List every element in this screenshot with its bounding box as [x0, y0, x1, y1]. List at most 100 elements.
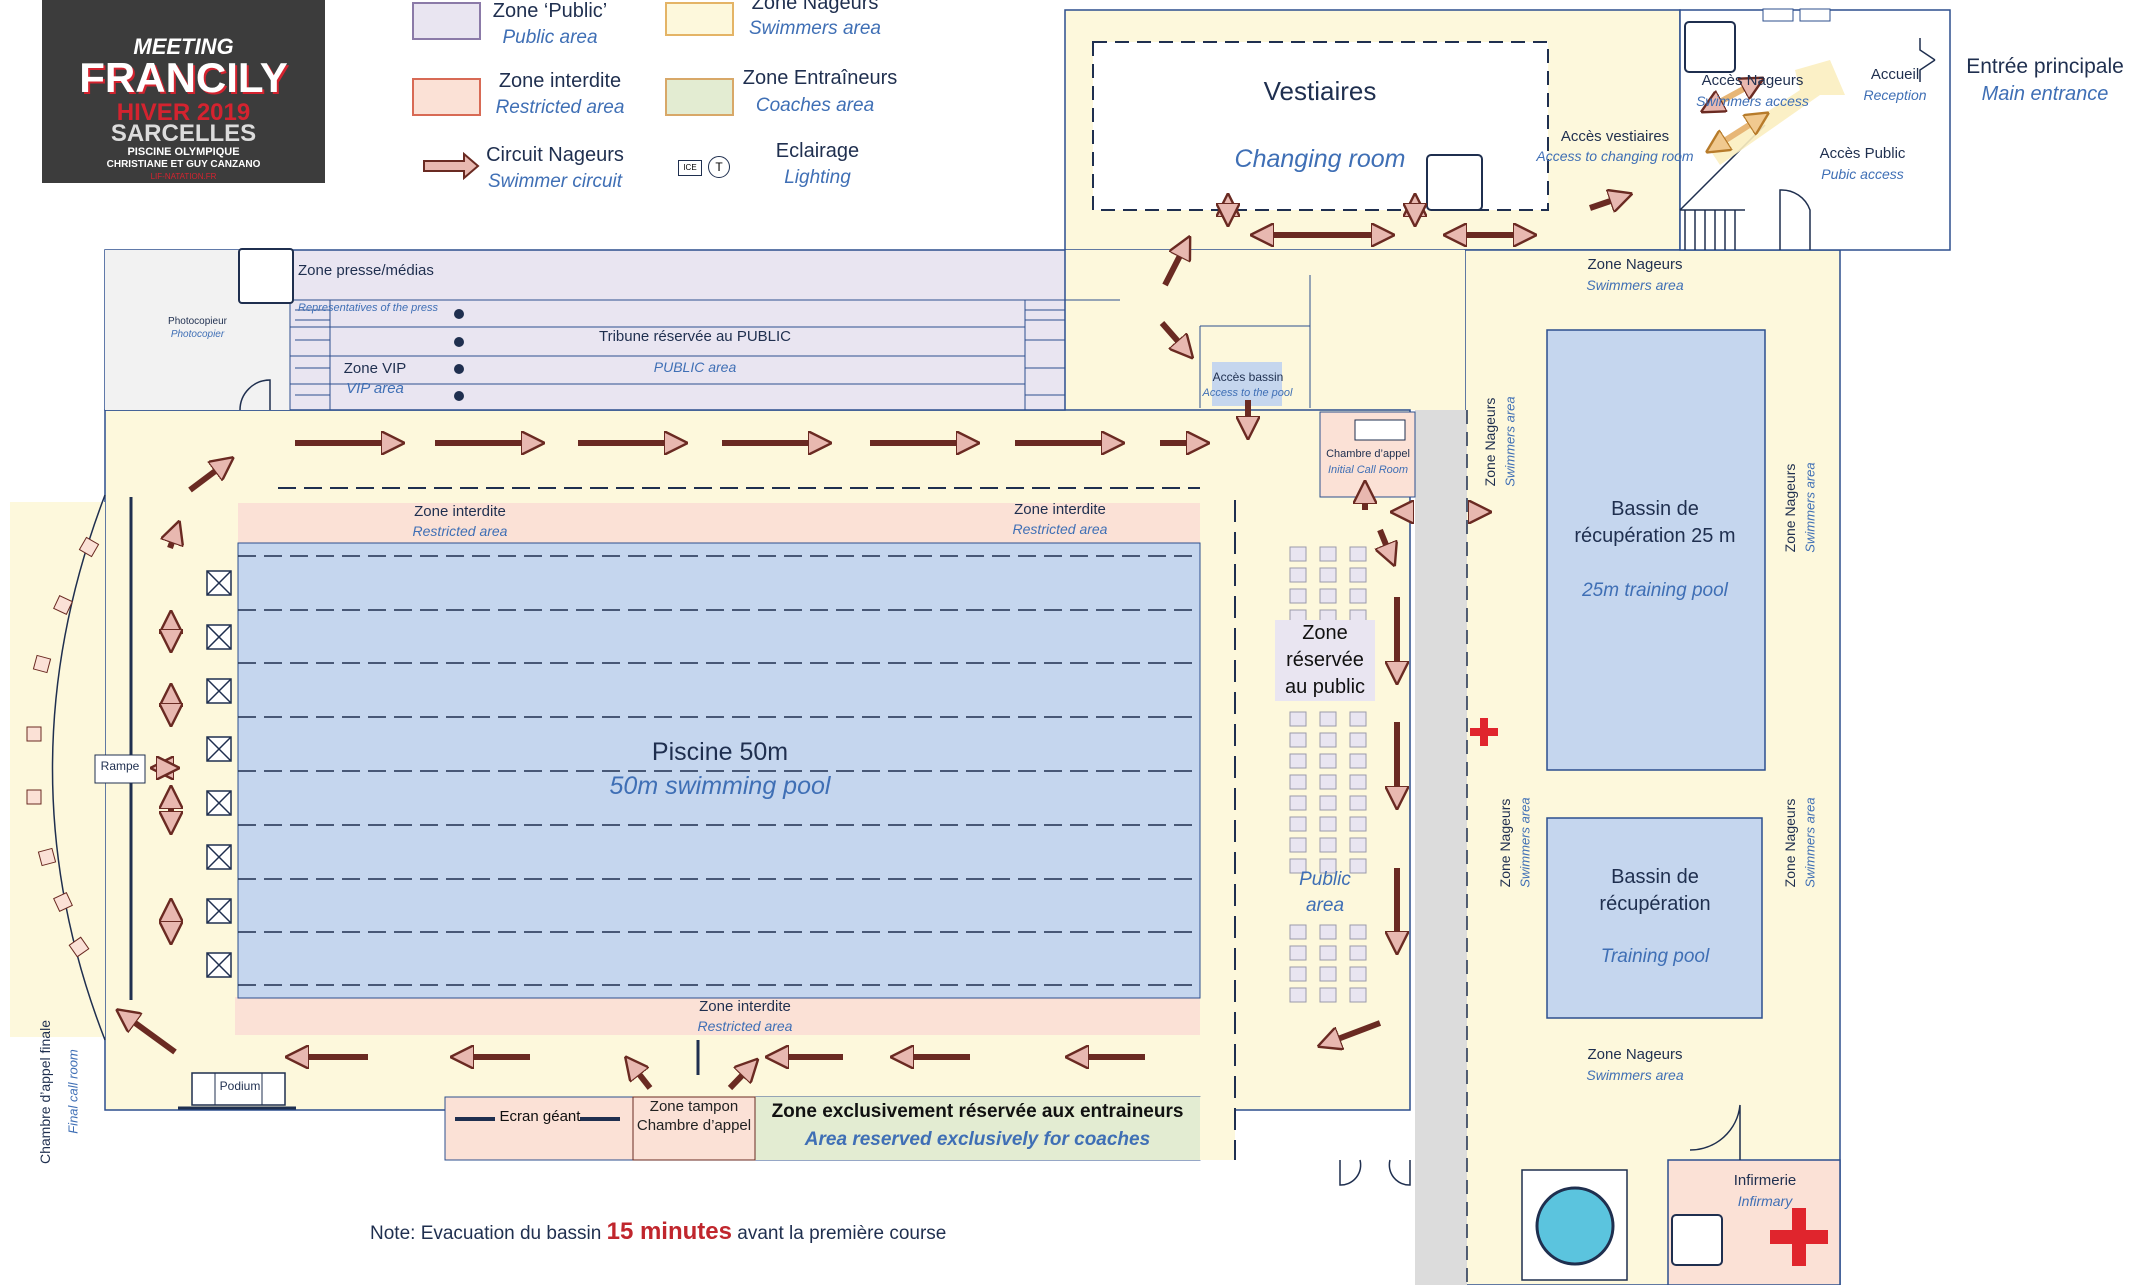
logo-line3: HIVER 2019 — [116, 99, 251, 126]
ecran-label: Ecran géant — [499, 1108, 581, 1125]
tampon-label: Zone tampon Chambre d’appel — [636, 1098, 752, 1134]
zone-nageurs-v4-en: Swimmers area — [1802, 797, 1818, 888]
first-aid-icon — [1770, 1208, 1828, 1266]
acces-vestiaires-fr: Accès vestiaires — [1560, 128, 1670, 145]
swimmer-circuit — [120, 195, 1628, 1091]
zone-public-fr: Zone réservée au public — [1275, 620, 1375, 701]
press-icon — [238, 248, 294, 304]
zone-nageurs-bottom-fr: Zone Nageurs — [1587, 1046, 1683, 1063]
coaches-zone-en: Area reserved exclusively for coaches — [804, 1129, 1151, 1150]
training-pool — [1546, 817, 1763, 1019]
interdite-top-right-en: Restricted area — [1012, 521, 1108, 537]
zone-nageurs-bottom-en: Swimmers area — [1586, 1067, 1684, 1083]
zone-nageurs-v4-fr: Zone Nageurs — [1782, 798, 1798, 888]
starting-blocks — [206, 570, 232, 978]
legend-lighting-en: Lighting — [784, 167, 851, 188]
sponsor-strip — [42, 183, 325, 204]
zone-public-en: Public area — [1299, 869, 1351, 916]
interdite-top-right-fr: Zone interdite — [1014, 501, 1106, 518]
legend-restricted-fr: Zone interdite — [498, 70, 622, 92]
accueil-fr: Accueil — [1870, 66, 1920, 83]
restricted-strip-bottom — [235, 997, 1200, 1035]
coaches-zone-fr: Zone exclusivement réservée aux entraine… — [771, 1101, 1184, 1122]
tribune-fr: Tribune réservée au PUBLIC — [598, 328, 792, 345]
legend-restricted-swatch — [412, 78, 481, 116]
tribune-en: PUBLIC area — [653, 359, 737, 375]
legend-restricted-en: Restricted area — [495, 97, 625, 118]
evacuation-note: Note: Evacuation du bassin 15 minutes av… — [370, 1218, 946, 1246]
vip-fr: Zone VIP — [343, 360, 407, 377]
presse-en: Representatives of the press — [298, 302, 439, 314]
legend-coaches-fr: Zone Entraîneurs — [742, 67, 898, 89]
infirmerie-fr: Infirmerie — [1733, 1172, 1797, 1189]
podium-label: Podium — [219, 1079, 261, 1093]
legend-arrow-icon — [423, 152, 480, 180]
legend-ice-tag: ICE — [678, 160, 702, 176]
piscine-en: 50m swimming pool — [609, 772, 831, 800]
interdite-top-left-fr: Zone interdite — [414, 503, 506, 520]
chambre-finale-en: Final call room — [65, 1049, 81, 1134]
final-call-zone — [10, 502, 105, 1037]
vestiaires-en: Changing room — [1234, 145, 1406, 173]
bassin-recup-en: Training pool — [1600, 946, 1710, 967]
meeting-logo: MEETING FRANCILY HIVER 2019 SARCELLES PI… — [42, 0, 325, 204]
acces-bassin-fr: Accès bassin — [1212, 370, 1284, 384]
photocopieur-en: Photocopier — [170, 329, 225, 340]
legend-coaches-swatch — [665, 78, 734, 116]
acces-nageurs-en: Swimmers access — [1696, 93, 1809, 109]
interdite-bottom-en: Restricted area — [697, 1018, 793, 1034]
legend-public-en: Public area — [502, 27, 598, 48]
bassin25-en: 25m training pool — [1582, 580, 1728, 601]
legend-lighting-fr: Eclairage — [775, 140, 860, 162]
zone-nageurs-top-fr: Zone Nageurs — [1587, 256, 1683, 273]
legend-coaches-en: Coaches area — [755, 95, 875, 116]
zone-nageurs-v2-fr: Zone Nageurs — [1782, 463, 1798, 553]
zone-nageurs-v1-fr: Zone Nageurs — [1482, 397, 1498, 487]
piscine-fr: Piscine 50m — [651, 738, 789, 766]
logo-line7: LIF-NATATION.FR — [150, 172, 217, 181]
note-highlight: 15 minutes — [606, 1218, 732, 1245]
corridor — [1415, 410, 1467, 1285]
chambre-initial-fr: Chambre d’appel — [1326, 448, 1410, 460]
presse-fr: Zone presse/médias — [298, 262, 434, 279]
zone-nageurs-v2-en: Swimmers area — [1802, 462, 1818, 553]
restricted-strip-top — [238, 503, 1200, 543]
legend-circuit-en: Swimmer circuit — [487, 171, 623, 192]
zone-nageurs-top-en: Swimmers area — [1586, 277, 1684, 293]
legend-public-swatch — [412, 2, 481, 40]
bassin-recup-fr: Bassin de récupération — [1599, 866, 1711, 915]
legend-circuit-fr: Circuit Nageurs — [486, 144, 624, 166]
legend-swimmers-swatch — [665, 2, 734, 36]
rampe-label: Rampe — [100, 759, 140, 773]
vestiaires-fr: Vestiaires — [1263, 76, 1377, 106]
logo-line4: SARCELLES — [110, 120, 257, 147]
chambre-initial-en: Initial Call Room — [1327, 464, 1409, 476]
acces-bassin-en: Access to the pool — [1202, 387, 1293, 399]
photocopieur-fr: Photocopieur — [168, 316, 227, 327]
accueil-en: Reception — [1863, 87, 1927, 103]
note-prefix: Note: Evacuation du bassin — [370, 1223, 607, 1244]
zone-nageurs-v1-en: Swimmers area — [1502, 396, 1518, 487]
acces-public-fr: Accès Public — [1819, 145, 1906, 162]
zone-nageurs-v3-fr: Zone Nageurs — [1497, 798, 1513, 888]
chambre-finale-fr: Chambre d’appel finale — [37, 1020, 53, 1164]
logo-line2: FRANCILY — [79, 54, 288, 101]
acces-nageurs-fr: Accès Nageurs — [1701, 72, 1804, 89]
legend-swimmers-fr: Zone Nageurs — [751, 0, 879, 14]
infirmerie-en: Infirmary — [1737, 1193, 1793, 1209]
medical-cross-icon — [1470, 718, 1498, 746]
training-pool-25m — [1546, 329, 1766, 771]
acces-public-en: Pubic access — [1821, 166, 1904, 182]
logo-line5: PISCINE OLYMPIQUE — [127, 146, 240, 158]
legend-swimmers-en: Swimmers area — [749, 18, 881, 39]
note-suffix: avant la première course — [731, 1223, 947, 1244]
interdite-top-left-en: Restricted area — [412, 523, 508, 539]
entree-fr: Entrée principale — [1966, 55, 2124, 78]
zone-nageurs-v3-en: Swimmers area — [1517, 797, 1533, 888]
logo-line6: CHRISTIANE ET GUY CANZANO — [106, 159, 261, 170]
bassin25-fr: Bassin de récupération 25 m — [1574, 498, 1736, 547]
interdite-bottom-fr: Zone interdite — [699, 998, 791, 1015]
entree-en: Main entrance — [1981, 83, 2109, 105]
vip-en: VIP area — [346, 380, 404, 397]
